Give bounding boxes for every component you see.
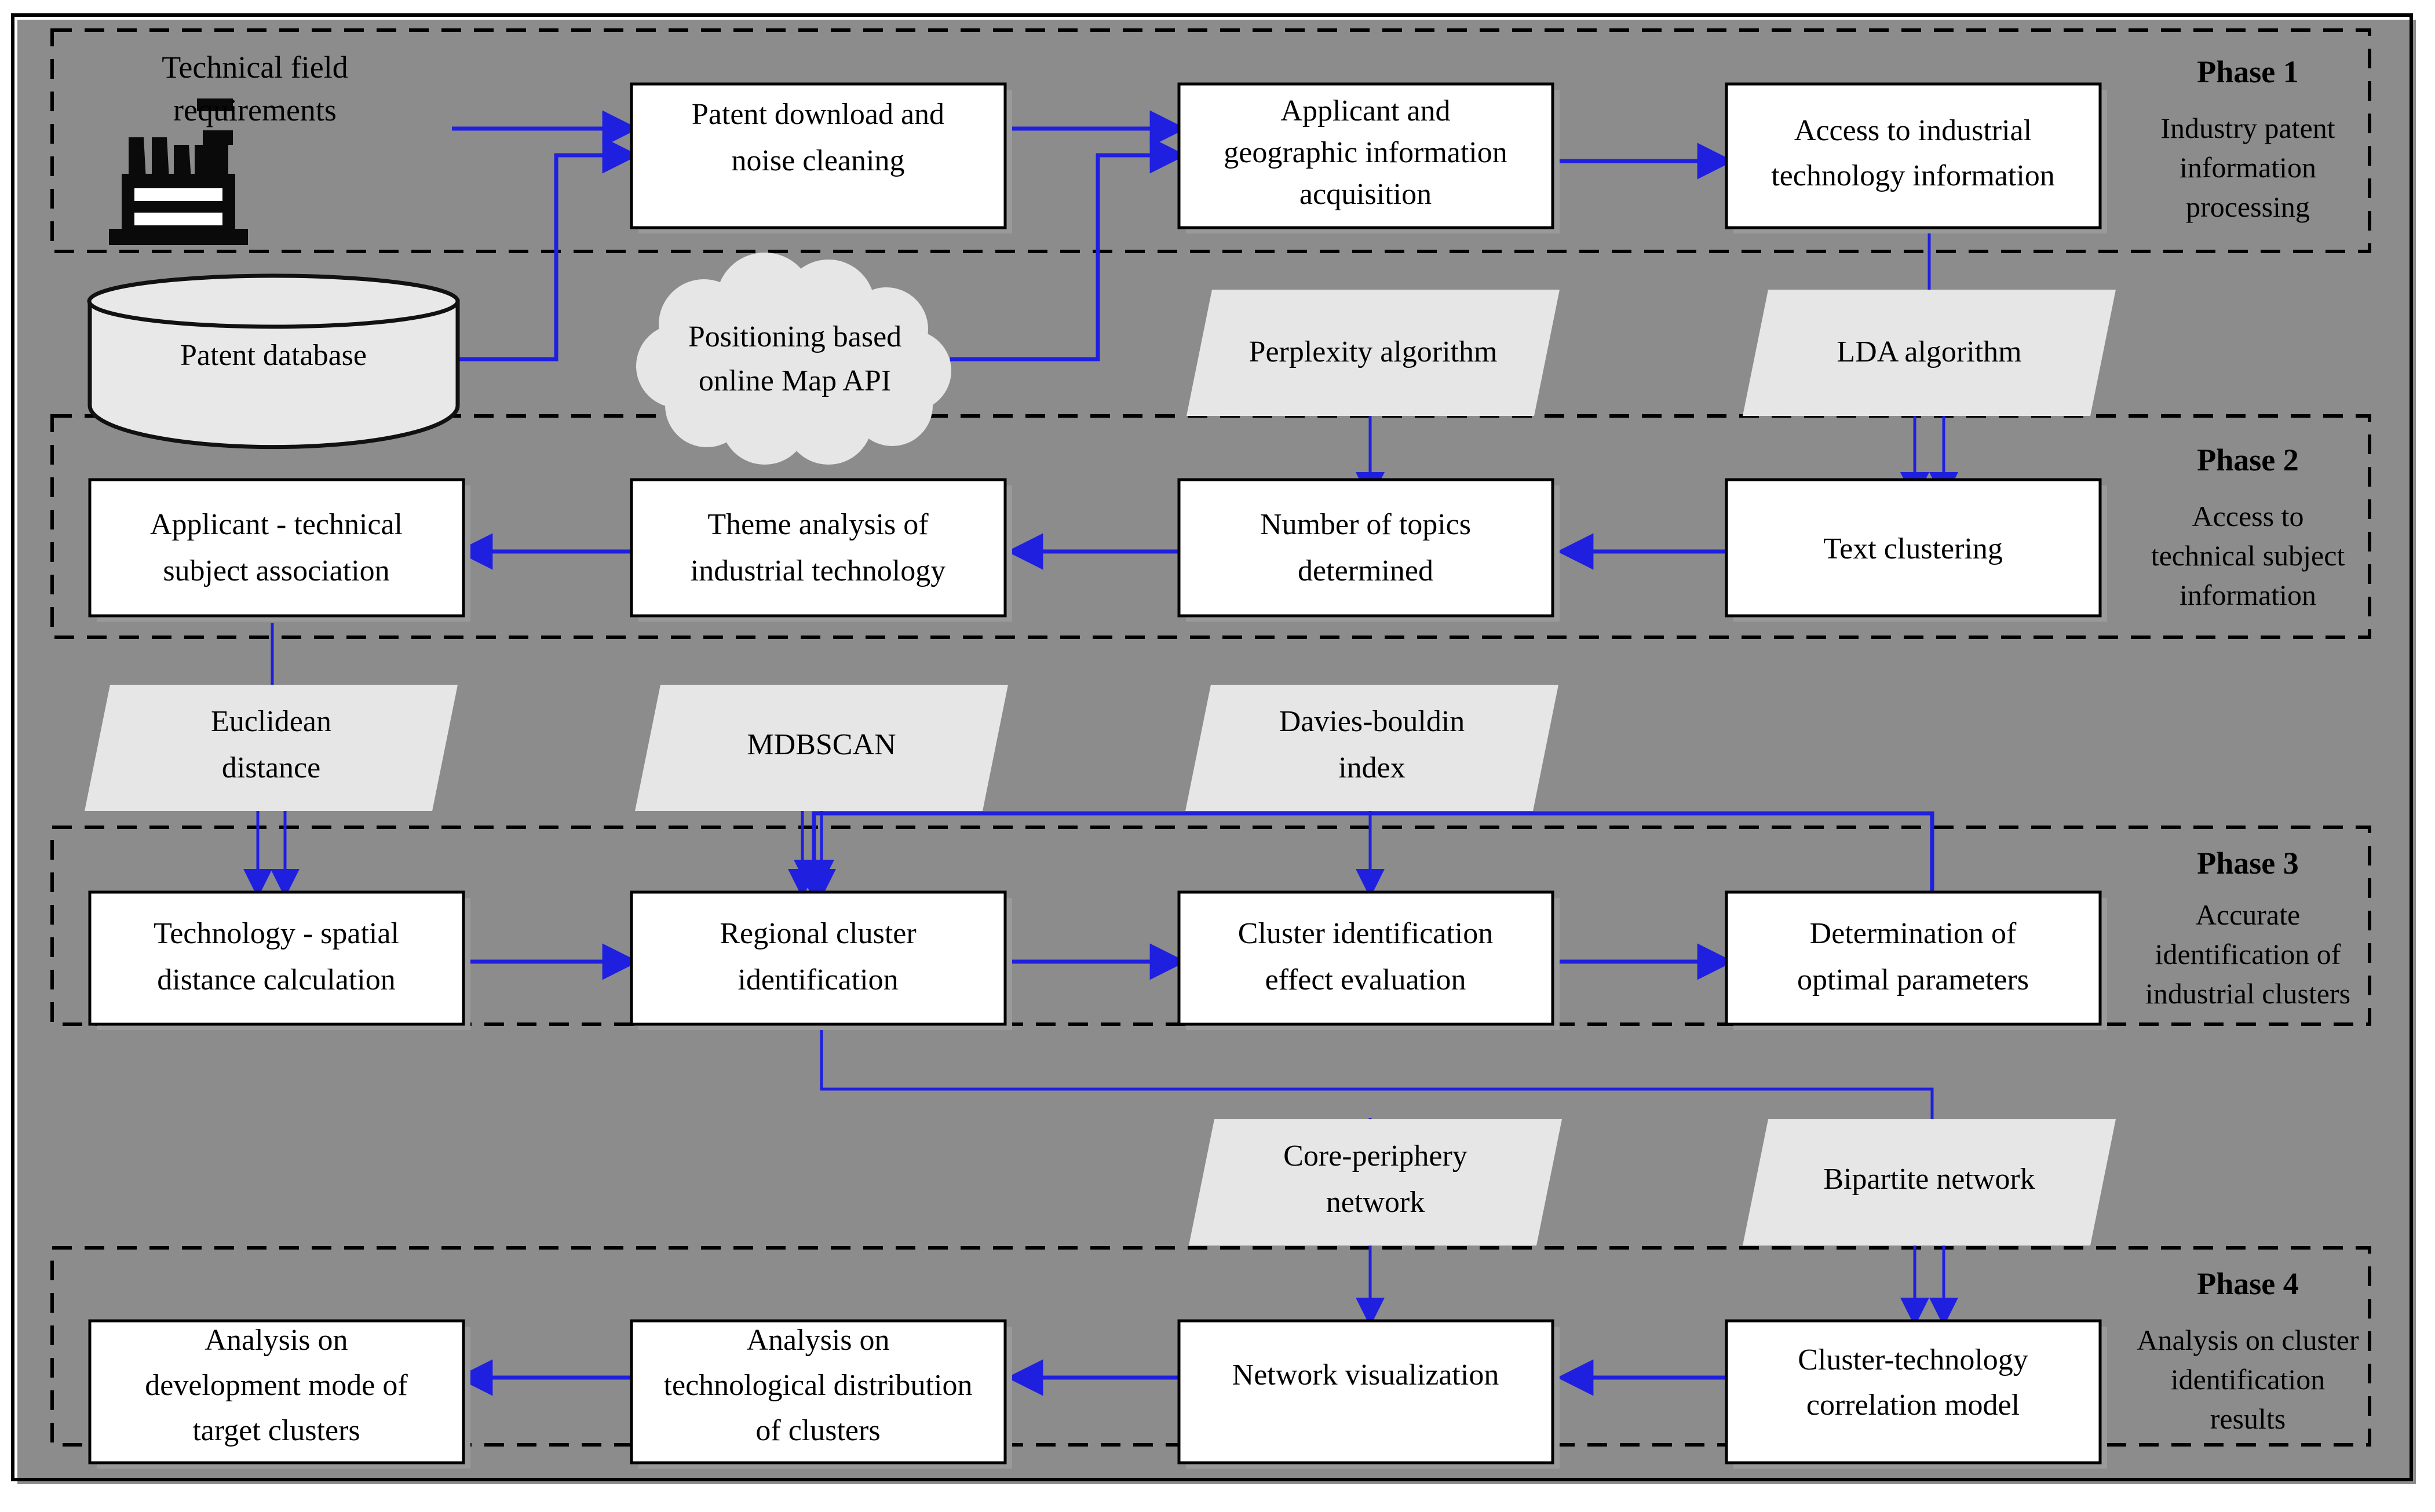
- node-label: determined: [1298, 554, 1433, 587]
- technical-field-requirements-label-line1: Technical field: [162, 50, 348, 85]
- node-label: Patent download and: [692, 98, 944, 131]
- node-label: Core-periphery: [1283, 1140, 1467, 1173]
- node-label: Applicant - technical: [150, 508, 403, 541]
- node-label: Positioning based: [688, 320, 901, 353]
- node-label: distance calculation: [157, 963, 395, 996]
- node-access-to-industrial-technology-information[interactable]: Access to industrial technology informat…: [1725, 82, 2107, 233]
- node-label: development mode of: [145, 1369, 408, 1402]
- node-label: Analysis on: [205, 1324, 348, 1357]
- node-label: Patent database: [180, 339, 367, 372]
- node-label: technological distribution: [664, 1369, 973, 1402]
- node-technology-spatial-distance-calculation[interactable]: Technology - spatial distance calculatio…: [88, 890, 470, 1030]
- node-label: of clusters: [755, 1414, 880, 1447]
- node-label: technology information: [1771, 159, 2055, 192]
- node-cluster-technology-correlation-model[interactable]: Cluster-technology correlation model: [1725, 1319, 2107, 1469]
- node-label: correlation model: [1806, 1389, 2020, 1422]
- phase1-frame: [50, 28, 2371, 253]
- node-label: Network visualization: [1232, 1358, 1499, 1392]
- node-label: Euclidean: [211, 705, 331, 738]
- node-label: target clusters: [192, 1414, 360, 1447]
- node-bipartite-network[interactable]: Bipartite network: [1743, 1119, 2116, 1246]
- node-label: subject association: [163, 554, 389, 587]
- node-label: noise cleaning: [732, 144, 905, 177]
- node-label: Number of topics: [1260, 508, 1471, 541]
- svg-text:Phase 2: Phase 2: [2197, 443, 2299, 477]
- node-label: MDBSCAN: [747, 728, 896, 761]
- svg-text:Industry patent: Industry patent: [2160, 112, 2335, 144]
- svg-text:Phase 1: Phase 1: [2197, 54, 2299, 89]
- node-mdbscan[interactable]: MDBSCAN: [635, 685, 1008, 811]
- node-label: industrial technology: [691, 554, 945, 587]
- node-label: network: [1326, 1186, 1425, 1219]
- connector-database-to-download: [458, 137, 639, 361]
- svg-text:results: results: [2210, 1403, 2286, 1435]
- svg-text:technical subject: technical subject: [2151, 539, 2345, 572]
- node-determination-of-optimal-parameters[interactable]: Determination of optimal parameters: [1725, 890, 2107, 1030]
- node-label: Technology - spatial: [154, 917, 399, 950]
- node-patent-download-noise-cleaning[interactable]: Patent download and noise cleaning: [630, 82, 1012, 233]
- phase2-frame: [50, 414, 2371, 639]
- node-label: Davies-bouldin: [1279, 705, 1465, 738]
- node-label: online Map API: [699, 364, 891, 397]
- svg-text:Access to: Access to: [2192, 500, 2304, 532]
- node-label: distance: [222, 751, 320, 784]
- svg-text:identification of: identification of: [2155, 938, 2341, 970]
- node-label: Bipartite network: [1823, 1163, 2035, 1196]
- node-label: index: [1338, 751, 1405, 784]
- node-core-periphery-network[interactable]: Core-periphery network: [1189, 1119, 1562, 1246]
- node-label: Applicant and: [1280, 94, 1450, 127]
- factory-icon: [109, 98, 248, 245]
- phase2-label: Phase 2 Access to technical subject info…: [2151, 443, 2345, 611]
- svg-text:industrial clusters: industrial clusters: [2145, 977, 2350, 1010]
- node-label: Regional cluster: [720, 917, 916, 950]
- node-perplexity-algorithm[interactable]: Perplexity algorithm: [1187, 290, 1560, 416]
- svg-text:information: information: [2180, 151, 2316, 184]
- connector-regional-to-bipartite: [820, 1024, 1934, 1137]
- node-regional-cluster-identification[interactable]: Regional cluster identification: [630, 890, 1012, 1030]
- svg-text:Accurate: Accurate: [2196, 899, 2300, 931]
- node-euclidean-distance[interactable]: Euclidean distance: [85, 685, 458, 811]
- svg-text:Analysis on cluster: Analysis on cluster: [2137, 1324, 2359, 1356]
- node-label: Access to industrial: [1794, 114, 2032, 147]
- phase4-label: Phase 4 Analysis on cluster identificati…: [2137, 1266, 2359, 1435]
- node-network-visualization[interactable]: Network visualization: [1177, 1319, 1560, 1469]
- node-label: LDA algorithm: [1837, 335, 2021, 368]
- node-analysis-on-technological-distribution-of-clusters[interactable]: Analysis on technological distribution o…: [630, 1319, 1012, 1469]
- node-patent-database[interactable]: Patent database: [87, 273, 460, 450]
- phase3-label: Phase 3 Accurate identification of indus…: [2145, 846, 2350, 1010]
- node-number-of-topics-determined[interactable]: Number of topics determined: [1177, 478, 1560, 622]
- svg-text:Phase 4: Phase 4: [2197, 1266, 2299, 1301]
- node-label: geographic information: [1224, 136, 1507, 169]
- node-theme-analysis-of-industrial-technology[interactable]: Theme analysis of industrial technology: [630, 478, 1012, 622]
- node-label: Perplexity algorithm: [1249, 335, 1498, 368]
- node-cluster-identification-effect-evaluation[interactable]: Cluster identification effect evaluation: [1177, 890, 1560, 1030]
- node-label: Text clustering: [1823, 532, 2003, 565]
- connector-optimal-params-feedback: [794, 811, 1934, 900]
- node-label: Theme analysis of: [707, 508, 929, 541]
- svg-text:Phase 3: Phase 3: [2197, 846, 2299, 881]
- outer-frame: [11, 13, 2413, 1481]
- node-analysis-on-development-mode-of-target-clusters[interactable]: Analysis on development mode of target c…: [88, 1319, 470, 1469]
- connector-mapapi-to-applicant: [950, 137, 1187, 361]
- node-label: optimal parameters: [1797, 963, 2029, 996]
- node-label: Cluster-technology: [1798, 1343, 2028, 1376]
- node-positioning-based-online-map-api[interactable]: Positioning based online Map API: [636, 253, 951, 465]
- node-label: Cluster identification: [1238, 917, 1493, 950]
- node-label: effect evaluation: [1265, 963, 1466, 996]
- svg-text:identification: identification: [2171, 1363, 2326, 1396]
- node-label: Analysis on: [747, 1324, 890, 1357]
- technical-field-requirements-label-line2: requirements: [173, 93, 337, 127]
- svg-text:processing: processing: [2186, 191, 2310, 223]
- node-label: identification: [738, 963, 898, 996]
- phase1-label: Phase 1 Industry patent information proc…: [2160, 54, 2335, 223]
- node-davies-bouldin-index[interactable]: Davies-bouldin index: [1185, 685, 1558, 811]
- node-applicant-geographic-information-acquisition[interactable]: Applicant and geographic information acq…: [1177, 82, 1560, 233]
- node-label: Determination of: [1810, 917, 2017, 950]
- node-applicant-technical-subject-association[interactable]: Applicant - technical subject associatio…: [88, 478, 470, 622]
- node-text-clustering[interactable]: Text clustering: [1725, 478, 2107, 622]
- svg-text:information: information: [2180, 579, 2316, 611]
- node-lda-algorithm[interactable]: LDA algorithm: [1743, 290, 2116, 416]
- node-label: acquisition: [1299, 178, 1432, 211]
